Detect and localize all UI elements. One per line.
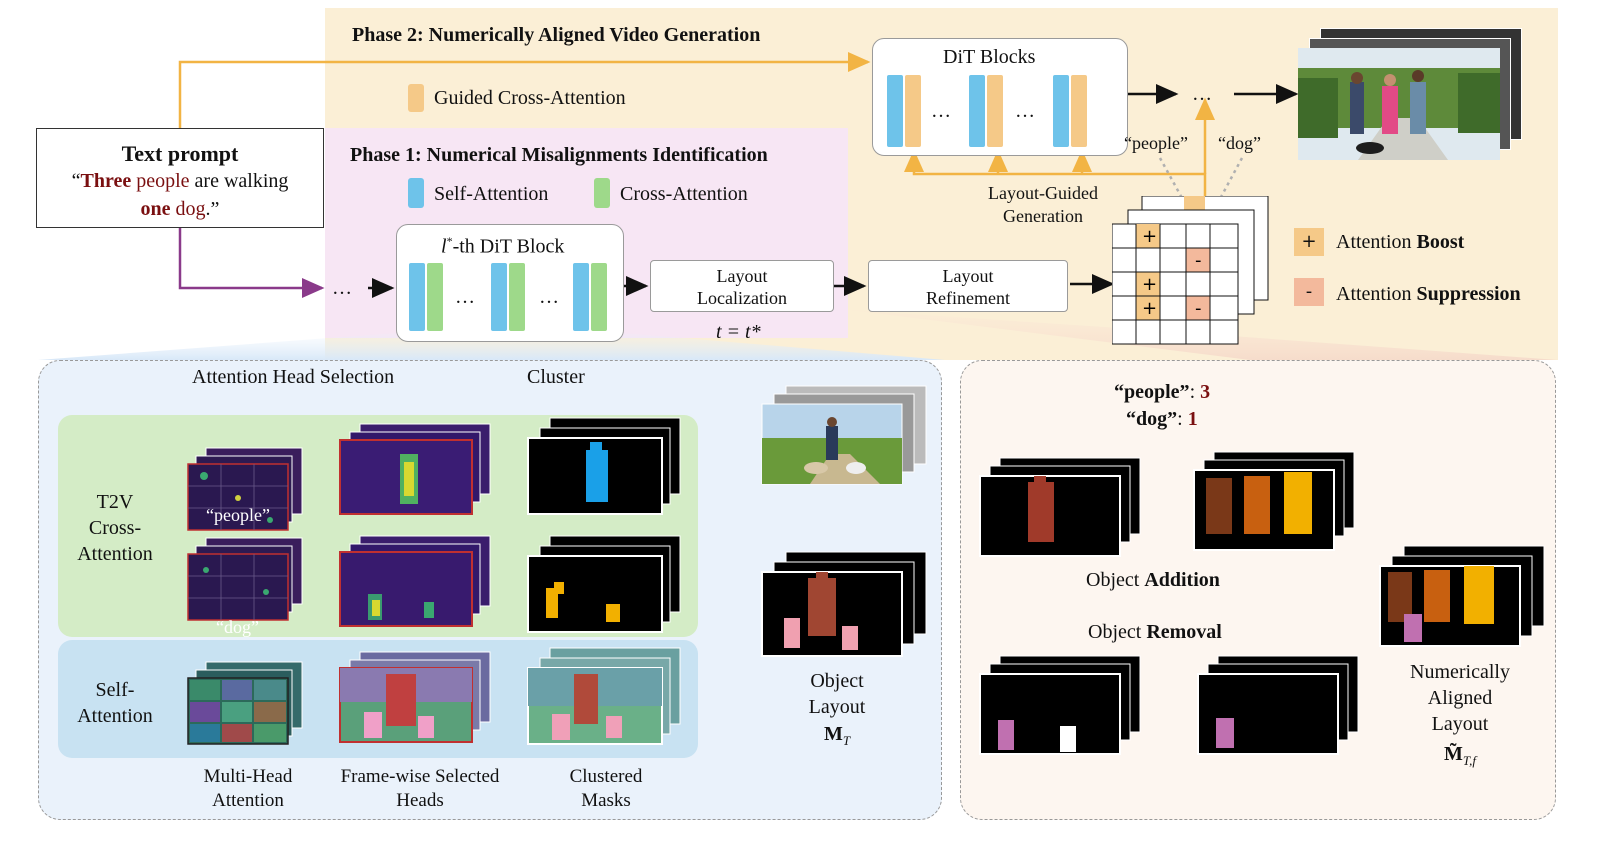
cross-attention-legend: Cross-Attention	[620, 183, 748, 205]
people-map-label: “people”	[206, 505, 270, 525]
cross-attention-swatch	[594, 178, 610, 208]
self-attention-row-label: Attention	[77, 705, 153, 727]
suppression-legend: Attention Suppression	[1336, 283, 1521, 305]
reference-frame-photo	[761, 385, 927, 485]
pipeline-ellipsis: …	[332, 277, 352, 299]
guided-cross-attention-swatch	[408, 84, 424, 112]
clustered-masks	[527, 417, 681, 745]
prompt-word-three: Three	[80, 170, 132, 192]
lstar-dit-block: l*-th DiT Block … …	[396, 224, 624, 342]
phase1-title: Phase 1: Numerical Misalignments Identif…	[350, 144, 768, 166]
object-layout-mask	[761, 551, 927, 657]
aligned-layout-caption: Layout	[1431, 713, 1489, 735]
layout-guided-label: Layout-Guided	[988, 183, 1098, 203]
prompt-word-one: one	[140, 198, 171, 220]
ellipsis: …	[455, 286, 475, 308]
guided-cross-attention-label: Guided Cross-Attention	[434, 87, 626, 109]
numerically-aligned-layout-mask	[1379, 545, 1545, 647]
aligned-layout-caption: Aligned	[1427, 687, 1493, 709]
prompt-title: Text prompt	[121, 141, 239, 166]
dit-blocks-box: DiT Blocks … …	[872, 38, 1128, 156]
timestep-label: t = t*	[716, 321, 761, 343]
prompt-word-people: people	[131, 170, 190, 192]
self-attention-bar	[409, 263, 425, 331]
aligned-layout-symbol: M̃T,f	[1443, 743, 1477, 768]
cross-attention-bar	[427, 263, 443, 331]
self-attention-legend: Self-Attention	[434, 183, 549, 205]
self-attention-row-label: Self-	[95, 679, 135, 701]
aligned-layout-caption: Numerically	[1410, 661, 1510, 683]
prompt-word-dog: dog	[170, 198, 206, 220]
dog-map-label: “dog”	[216, 617, 259, 637]
people-mask-after	[1193, 451, 1355, 551]
self-attention-bar	[573, 263, 589, 331]
cross-attention-bar	[509, 263, 525, 331]
cross-attention-bar	[591, 263, 607, 331]
self-attention-bar	[1053, 75, 1069, 147]
walking-people-photo	[1298, 48, 1500, 160]
count-people: “people”: 3	[1114, 381, 1211, 403]
self-attention-bar	[969, 75, 985, 147]
self-attention-swatch	[408, 178, 424, 208]
t2v-label: Attention	[77, 543, 153, 565]
frame-wise-caption: Frame-wise Selected	[340, 766, 500, 787]
suppression-swatch: -	[1294, 278, 1324, 306]
t2v-label: Cross-	[88, 517, 142, 539]
multi-head-caption: Multi-Head	[203, 766, 293, 787]
text-prompt-box: Text prompt “Three people are walking on…	[36, 128, 324, 228]
svg-text:+: +	[1142, 298, 1157, 319]
phase2-title: Phase 2: Numerically Aligned Video Gener…	[352, 24, 761, 46]
object-addition-label: Object Addition	[1086, 569, 1220, 591]
multi-head-attention-maps	[187, 447, 303, 745]
people-mask-before	[979, 457, 1141, 557]
boost-legend: Attention Boost	[1336, 231, 1465, 253]
token-dog: “dog”	[1218, 133, 1261, 153]
guided-cross-attention-bar	[987, 75, 1003, 147]
t2v-label: T2V	[96, 491, 134, 513]
frame-wise-selected-heads	[339, 423, 491, 743]
svg-text:+: +	[1142, 226, 1157, 247]
frame-wise-caption: Heads	[396, 790, 444, 811]
generated-video-frames	[1298, 28, 1522, 160]
ellipsis: …	[1015, 100, 1035, 122]
attention-modulation-grid: + + + - -	[1112, 196, 1269, 345]
layout-guided-label: Generation	[1003, 206, 1083, 226]
object-layout-caption: Object	[810, 670, 864, 692]
lstar-dit-block-title: l*-th DiT Block	[441, 234, 565, 258]
dog-mask-after	[1197, 655, 1359, 755]
prompt-line-2: one dog.”	[140, 198, 220, 220]
guided-cross-attention-bar	[905, 75, 921, 147]
pipeline-ellipsis: …	[1192, 83, 1212, 105]
count-dog: “dog”: 1	[1126, 408, 1198, 430]
head-selection-label: Attention Head Selection	[192, 366, 395, 388]
object-layout-symbol: MT	[823, 723, 851, 748]
guided-cross-attention-bar	[1071, 75, 1087, 147]
boost-swatch: +	[1294, 228, 1324, 256]
layout-localization-box: Layout Localization	[650, 260, 834, 312]
svg-text:-: -	[1195, 250, 1202, 271]
ellipsis: …	[931, 100, 951, 122]
ellipsis: …	[539, 286, 559, 308]
dit-blocks-title: DiT Blocks	[943, 46, 1036, 68]
self-attention-bar	[491, 263, 507, 331]
layout-refinement-box: Layout Refinement	[868, 260, 1068, 312]
prompt-line-1: “Three people are walking	[71, 170, 289, 192]
svg-text:-: -	[1195, 298, 1202, 319]
object-removal-label: Object Removal	[1088, 621, 1222, 643]
dog-mask-before	[979, 655, 1141, 755]
clustered-masks-caption: Masks	[581, 790, 631, 811]
self-attention-bar	[887, 75, 903, 147]
multi-head-caption: Attention	[212, 790, 284, 811]
clustered-masks-caption: Clustered	[569, 766, 643, 787]
cluster-label: Cluster	[527, 366, 585, 388]
svg-text:+: +	[1142, 274, 1157, 295]
object-layout-caption: Layout	[808, 696, 866, 718]
token-people: “people”	[1124, 133, 1188, 153]
